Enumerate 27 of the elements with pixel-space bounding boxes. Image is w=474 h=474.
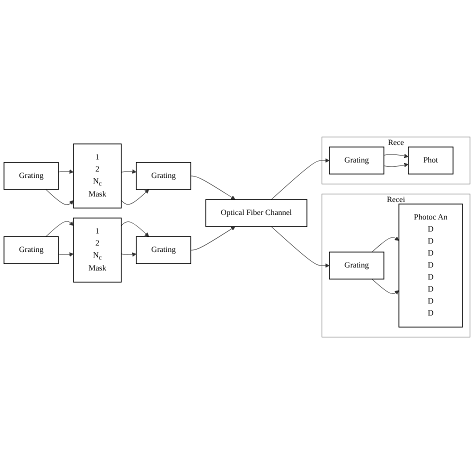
arrow [121, 189, 150, 205]
arrow [190, 226, 236, 250]
node-box: Grating [136, 162, 192, 190]
arrow [121, 252, 136, 257]
arrow [121, 221, 150, 237]
node-box: Grating [4, 236, 59, 264]
node-box: Grating [4, 162, 59, 190]
node-box: Grating [136, 236, 192, 264]
arrow [372, 278, 400, 295]
node-box: 1 2 N$_{c}$ Mask [73, 143, 122, 208]
node-box: Grating [329, 146, 384, 174]
node-box: Grating [329, 252, 384, 280]
arrow [190, 176, 236, 200]
node-box: Optical Fiber Channel [205, 199, 308, 227]
arrow [271, 158, 330, 200]
node-box: 1 2 N$_{c}$ Mask [73, 218, 122, 282]
arrow [384, 154, 409, 158]
arrow [372, 236, 400, 252]
arrow [46, 221, 74, 237]
arrow [58, 169, 74, 174]
arrow [46, 189, 74, 205]
arrow [384, 162, 409, 168]
arrow [58, 252, 74, 257]
node-box: Phot [408, 146, 454, 174]
node-box: Photoc An D D D D D D D D [398, 204, 463, 328]
arrow [121, 169, 136, 174]
arrow [271, 226, 330, 268]
